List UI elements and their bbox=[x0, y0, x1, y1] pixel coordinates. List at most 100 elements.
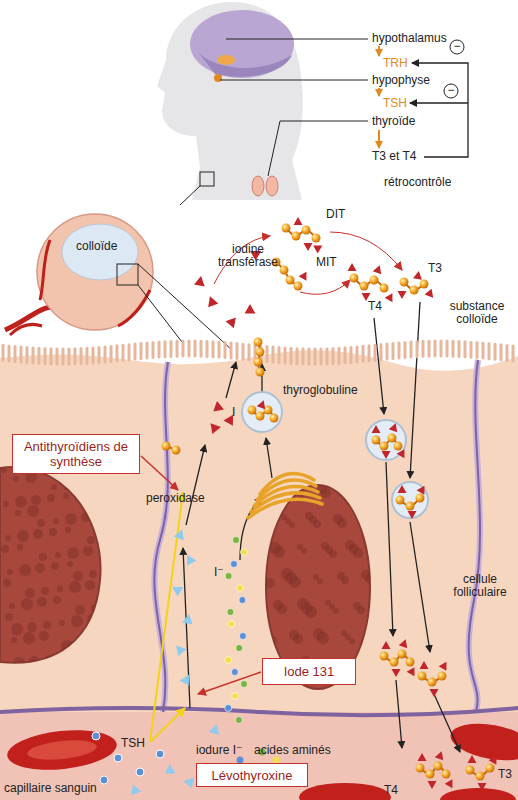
microvillus bbox=[338, 348, 341, 363]
label-text: hypothalamus bbox=[372, 32, 447, 45]
microvillus bbox=[344, 348, 347, 363]
hormone-arrow bbox=[410, 302, 420, 478]
iodine-atom bbox=[348, 263, 357, 271]
chromatin bbox=[93, 638, 101, 646]
chromatin bbox=[95, 477, 103, 485]
iodide-ion bbox=[174, 528, 187, 541]
molecule-bond bbox=[286, 228, 316, 238]
chromatin bbox=[1, 467, 7, 473]
microvillus bbox=[188, 341, 191, 356]
chromatin bbox=[75, 605, 85, 615]
chromatin bbox=[39, 631, 49, 641]
tyrosine-ball bbox=[264, 406, 273, 415]
iodine-atom bbox=[299, 269, 311, 280]
label-text: thyroglobuline bbox=[283, 384, 358, 397]
microvillus bbox=[140, 344, 143, 359]
label-text: hypophyse bbox=[372, 74, 430, 87]
amino-acid bbox=[231, 669, 238, 676]
label-text: rétrocontrôle bbox=[384, 176, 451, 189]
chromatin bbox=[349, 638, 355, 644]
tsh-molecule bbox=[156, 750, 164, 758]
drug-box: Antithyroïdiens de synthèse bbox=[12, 434, 140, 474]
label-text: iodine transférase bbox=[212, 243, 284, 269]
label-text: peroxidase bbox=[146, 492, 205, 505]
chromatin bbox=[97, 511, 105, 519]
iodide-ion bbox=[165, 764, 176, 774]
tyrosine-ball bbox=[388, 434, 397, 443]
iodine-atom bbox=[304, 243, 313, 251]
chromatin bbox=[11, 637, 17, 643]
label-text: acides aminés bbox=[254, 744, 331, 757]
iodine-atom bbox=[478, 783, 487, 791]
hormone-arrow bbox=[434, 694, 460, 752]
microvillus bbox=[476, 343, 479, 358]
tyrosine-ball bbox=[256, 412, 265, 421]
chromatin bbox=[365, 574, 375, 584]
tyrosine-ball bbox=[256, 348, 265, 357]
chromatin bbox=[357, 606, 365, 614]
microvillus bbox=[122, 345, 125, 360]
chromatin bbox=[69, 581, 81, 593]
chromatin bbox=[301, 548, 307, 554]
chromatin bbox=[85, 580, 95, 590]
iodine-atom bbox=[435, 750, 446, 761]
chromatin bbox=[7, 569, 13, 575]
chromatin bbox=[27, 505, 39, 517]
iodine-atom bbox=[425, 289, 437, 301]
nucleus-texture bbox=[1, 467, 105, 669]
golgi-apparatus bbox=[260, 474, 314, 494]
microvillus bbox=[356, 347, 359, 362]
red-blood-cell bbox=[440, 788, 516, 800]
chromatin bbox=[87, 536, 95, 544]
chromatin bbox=[51, 562, 59, 570]
chromatin bbox=[79, 478, 89, 488]
chromatin bbox=[265, 578, 275, 588]
chromatin bbox=[53, 518, 59, 524]
iodine-atom bbox=[382, 451, 391, 459]
tyrosine-ball bbox=[466, 766, 475, 775]
tyrosine-ball bbox=[438, 672, 447, 681]
microvillus bbox=[152, 342, 155, 357]
chromatin bbox=[11, 623, 23, 635]
chromatin bbox=[5, 535, 11, 541]
microvillus bbox=[404, 342, 407, 357]
microvillus bbox=[56, 349, 59, 364]
iodine-atom bbox=[313, 242, 324, 254]
label-text: T3 et T4 bbox=[372, 150, 416, 163]
chromatin bbox=[309, 664, 319, 674]
tyrosine-ball bbox=[350, 274, 359, 283]
iodine-atom bbox=[389, 422, 400, 433]
microvillus bbox=[464, 342, 467, 357]
iodine-atom bbox=[205, 295, 218, 308]
label-text: I⁻ bbox=[214, 566, 224, 579]
leader-line bbox=[220, 80, 368, 81]
tyrosine-ball bbox=[394, 442, 403, 451]
chromatin bbox=[61, 640, 73, 652]
microvillus bbox=[170, 341, 173, 356]
inhibition-circle bbox=[450, 40, 464, 54]
microvillus bbox=[230, 343, 233, 358]
iodine-atom bbox=[392, 669, 401, 677]
microvillus bbox=[158, 342, 161, 357]
microvillus bbox=[470, 342, 473, 357]
microvillus bbox=[314, 349, 317, 364]
chromatin bbox=[361, 516, 373, 528]
tyrosine-ball bbox=[360, 282, 369, 291]
red-blood-cell-center bbox=[26, 737, 97, 762]
tyrosine-ball bbox=[428, 678, 437, 687]
chromatin bbox=[269, 636, 277, 644]
microvillus bbox=[350, 347, 353, 362]
amino-acid bbox=[239, 597, 246, 604]
tyrosine-ball bbox=[248, 406, 257, 415]
chromatin bbox=[341, 576, 349, 584]
microvillus bbox=[422, 341, 425, 356]
node-text: Iode 131 bbox=[284, 664, 335, 679]
label-text: T4 bbox=[384, 784, 398, 797]
microvillus bbox=[428, 341, 431, 356]
microvillus bbox=[302, 349, 305, 364]
microvillus bbox=[248, 345, 251, 360]
microvillus bbox=[182, 341, 185, 356]
tsh-molecule bbox=[136, 768, 144, 776]
label-text: T3 bbox=[498, 768, 512, 781]
